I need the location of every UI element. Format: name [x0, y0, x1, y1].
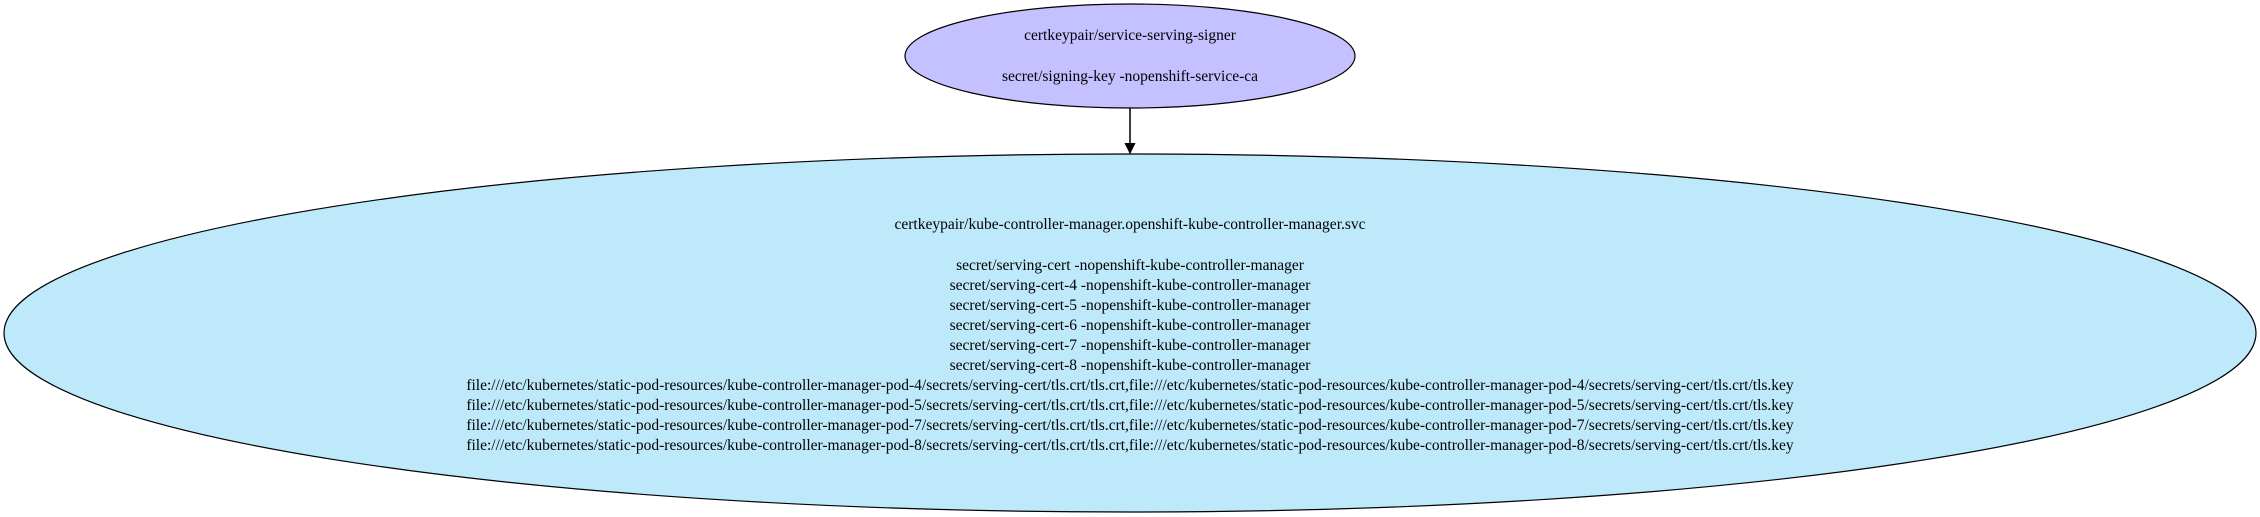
node-kcm-line: file:///etc/kubernetes/static-pod-resour… — [466, 397, 1794, 414]
node-kcm-line: secret/serving-cert-6 -nopenshift-kube-c… — [950, 317, 1312, 334]
node-kcm-shape — [3, 153, 2257, 513]
node-kcm-line: secret/serving-cert -nopenshift-kube-con… — [956, 257, 1305, 274]
node-kcm-line: file:///etc/kubernetes/static-pod-resour… — [466, 437, 1794, 454]
node-signer-shape — [904, 3, 1356, 109]
node-kcm-line: file:///etc/kubernetes/static-pod-resour… — [466, 417, 1794, 434]
node-kcm-line: secret/serving-cert-4 -nopenshift-kube-c… — [950, 277, 1312, 294]
node-kube-controller-manager-svc: certkeypair/kube-controller-manager.open… — [3, 153, 2257, 513]
node-kcm-title: certkeypair/kube-controller-manager.open… — [894, 216, 1365, 233]
node-kcm-line: secret/serving-cert-8 -nopenshift-kube-c… — [950, 357, 1312, 374]
node-kcm-line: secret/serving-cert-5 -nopenshift-kube-c… — [950, 297, 1312, 314]
node-signer-title: certkeypair/service-serving-signer — [1024, 27, 1237, 44]
node-signer-line: secret/signing-key -nopenshift-service-c… — [1002, 68, 1258, 85]
node-kcm-line: secret/serving-cert-7 -nopenshift-kube-c… — [950, 337, 1312, 354]
node-service-serving-signer: certkeypair/service-serving-signer secre… — [904, 3, 1356, 109]
node-kcm-line: file:///etc/kubernetes/static-pod-resour… — [466, 377, 1794, 394]
